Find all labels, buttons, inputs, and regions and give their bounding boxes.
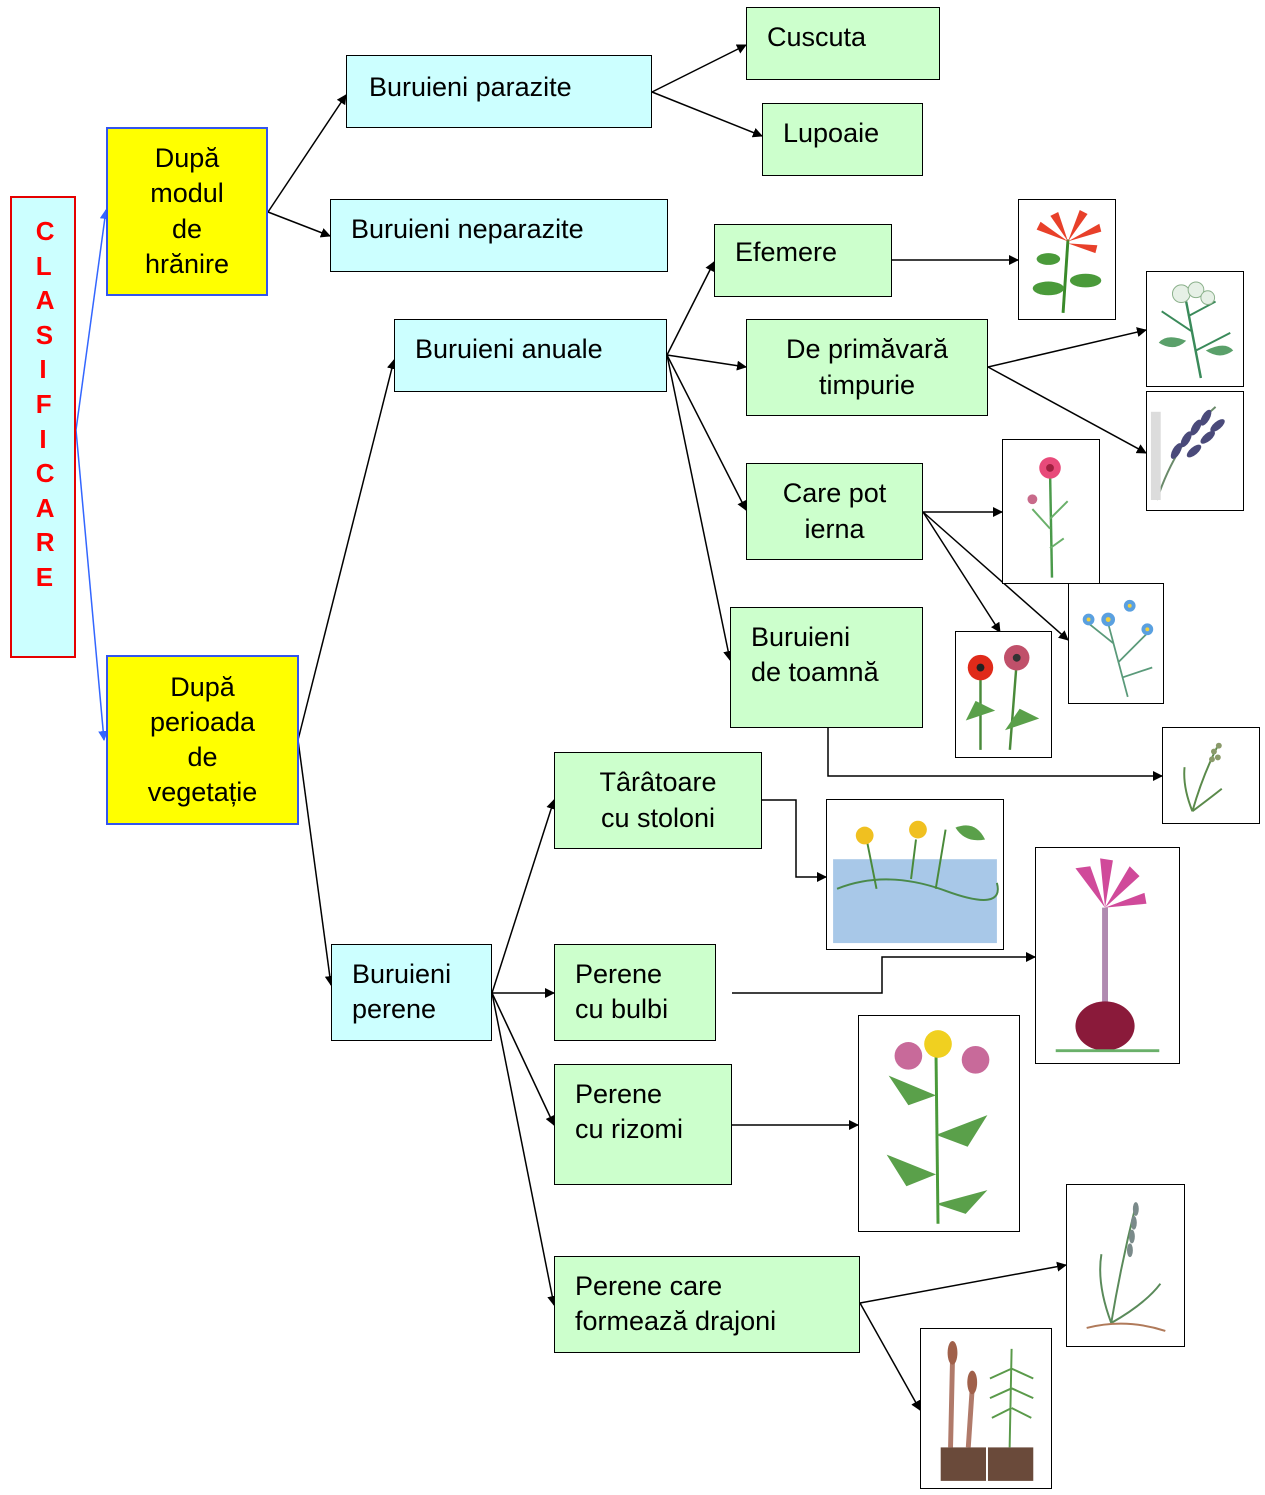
- overwintering-label: Care pot ierna: [782, 478, 887, 544]
- pink-carnation-illustration: [1002, 439, 1100, 584]
- lupoaie-box: Lupoaie: [762, 103, 923, 176]
- bulbs-box: Perene cu bulbi: [554, 944, 716, 1041]
- classification-root-box: CLASIFICARE: [10, 196, 76, 658]
- yellow-buttercup-with-runners-illustration: [826, 799, 1004, 950]
- blue-daisy-plant-illustration: [1068, 583, 1164, 704]
- annual-weeds-box: Buruieni anuale: [394, 319, 667, 392]
- arrow-root-vegetation: [75, 429, 109, 741]
- nonparasitic-weeds-box: Buruieni neparazite: [330, 199, 668, 272]
- small-grass-illustration: [1162, 727, 1260, 824]
- grass-panicle-illustration: [1146, 391, 1244, 511]
- early-spring-box: De primăvară timpurie: [746, 319, 988, 416]
- autumn-weeds-box: Buruieni de toamnă: [730, 607, 923, 728]
- parasitic-weeds-label: Buruieni parazite: [369, 72, 572, 102]
- lupoaie-label: Lupoaie: [783, 118, 880, 148]
- ephemeral-label: Efemere: [735, 237, 838, 267]
- stolons-label: Târâtoare cu stoloni: [599, 767, 717, 833]
- perennial-weeds-box: Buruieni perene: [331, 944, 492, 1041]
- autumn-weeds-label: Buruieni de toamnă: [751, 622, 879, 688]
- feeding-criterion-label: După modul de hrănire: [144, 143, 230, 279]
- vegetation-criterion-box: După perioada de vegetație: [106, 655, 299, 825]
- suckers-label: Perene care formează drajoni: [575, 1271, 777, 1337]
- vegetation-criterion-label: După perioada de vegetație: [147, 671, 258, 808]
- suckers-box: Perene care formează drajoni: [554, 1256, 860, 1353]
- classification-label: CLASIFICARE: [35, 216, 55, 592]
- stolons-box: Târâtoare cu stoloni: [554, 752, 762, 849]
- perennial-weeds-label: Buruieni perene: [352, 959, 452, 1025]
- cuscuta-box: Cuscuta: [746, 7, 940, 80]
- annual-weeds-label: Buruieni anuale: [415, 334, 603, 364]
- red-tubular-flower-illustration: [1018, 199, 1116, 320]
- cuscuta-label: Cuscuta: [767, 22, 867, 52]
- bulbs-label: Perene cu bulbi: [575, 959, 669, 1025]
- ephemeral-box: Efemere: [714, 224, 892, 297]
- couch-grass-illustration: [1066, 1184, 1185, 1347]
- arrow-root-feeding: [75, 209, 110, 431]
- rhizomes-label: Perene cu rizomi: [575, 1079, 684, 1145]
- early-spring-label: De primăvară timpurie: [785, 334, 949, 400]
- pink-crocus-bulb-illustration: [1035, 847, 1180, 1064]
- thistle-illustration: [858, 1015, 1020, 1232]
- rhizomes-box: Perene cu rizomi: [554, 1064, 732, 1185]
- parasitic-weeds-box: Buruieni parazite: [346, 55, 652, 128]
- horsetail-illustration: [920, 1328, 1052, 1489]
- white-flower-plant-illustration: [1146, 271, 1244, 387]
- nonparasitic-weeds-label: Buruieni neparazite: [351, 214, 584, 244]
- feeding-criterion-box: După modul de hrănire: [106, 127, 268, 296]
- overwintering-box: Care pot ierna: [746, 463, 923, 560]
- red-poppy-illustration: [955, 631, 1052, 758]
